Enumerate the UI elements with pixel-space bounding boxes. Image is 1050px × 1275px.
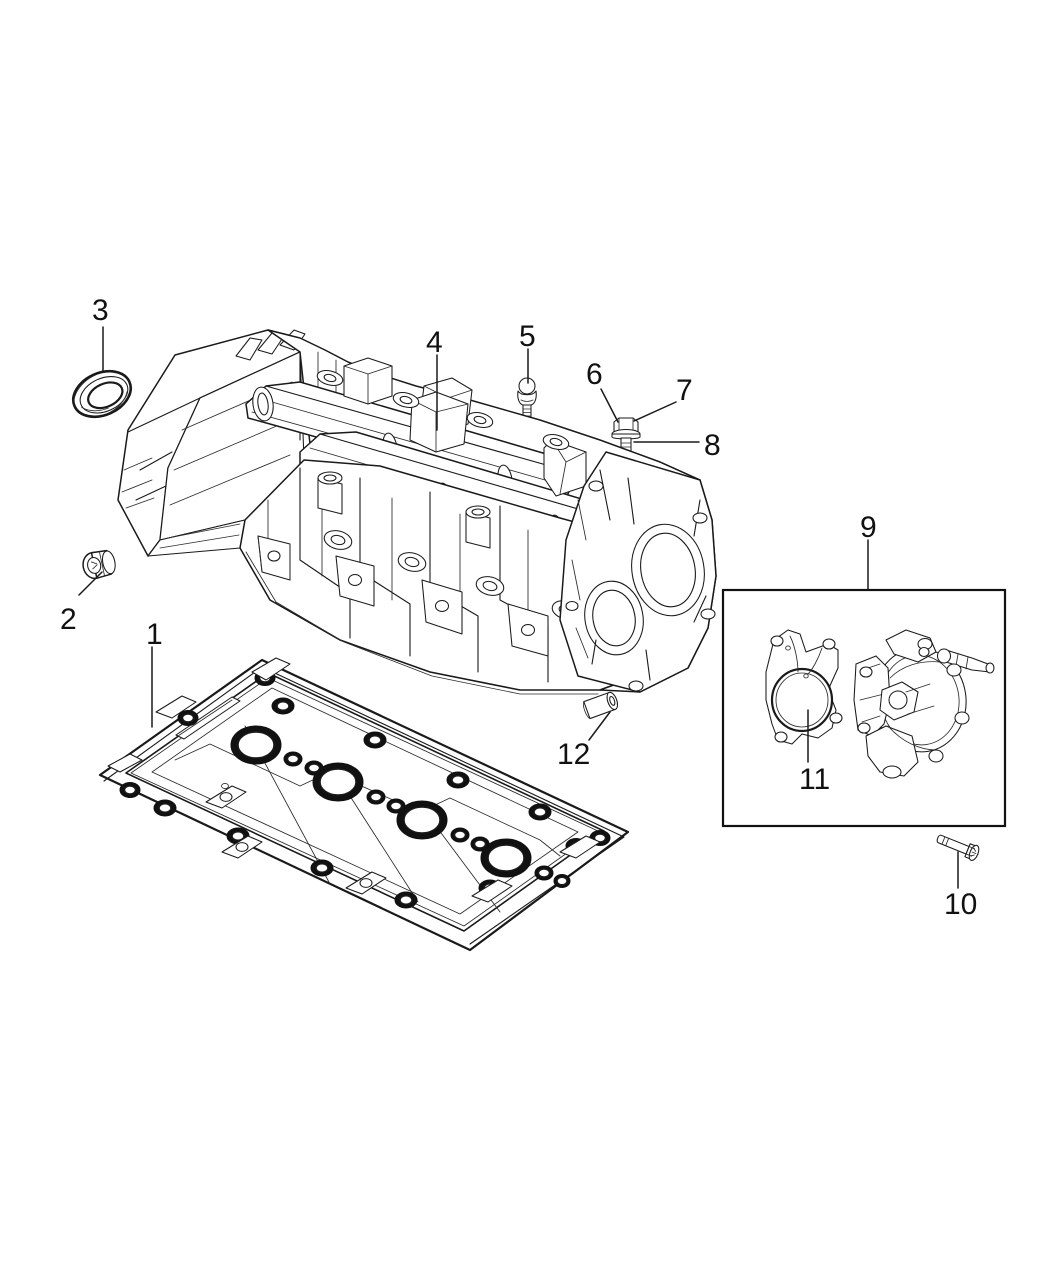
part-vacuum-pump-assembly	[853, 629, 995, 779]
callout-label-3: 3	[92, 294, 109, 327]
cover-standpipes	[317, 471, 491, 549]
leader-7	[633, 401, 677, 422]
part-cylinder-head-cover	[117, 329, 717, 695]
part-dowel-bushing	[582, 691, 619, 720]
gasket-spark-plug-holes	[230, 725, 571, 888]
callout-label-6: 6	[586, 358, 603, 391]
part-oil-filler-plug	[82, 549, 116, 580]
callout-label-5: 5	[519, 320, 536, 353]
leader-2	[78, 571, 103, 596]
callout-label-8: 8	[704, 429, 721, 462]
part-camshaft-seal-ring	[71, 369, 133, 419]
leader-6	[600, 388, 619, 423]
cover-right-housing	[559, 451, 717, 693]
cover-breather-box	[409, 391, 469, 453]
vacuum-pump-inset-panel	[721, 588, 1007, 828]
callout-label-2: 2	[60, 603, 77, 636]
part-cover-gasket	[98, 657, 630, 952]
part-vacuum-pump-gasket	[765, 629, 843, 745]
callout-label-4: 4	[426, 326, 443, 359]
callout-label-1: 1	[146, 618, 163, 651]
callout-label-9: 9	[860, 511, 877, 544]
part-vacuum-pump-bolt	[936, 834, 980, 861]
callout-label-12: 12	[557, 738, 591, 771]
callout-label-7: 7	[676, 374, 693, 407]
callout-label-10: 10	[944, 888, 978, 921]
part-ball-stud	[517, 377, 537, 419]
callout-leader-lines	[78, 326, 959, 889]
cover-bottom-flange	[239, 547, 601, 695]
callout-label-11: 11	[799, 763, 831, 796]
leader-12	[588, 711, 611, 741]
